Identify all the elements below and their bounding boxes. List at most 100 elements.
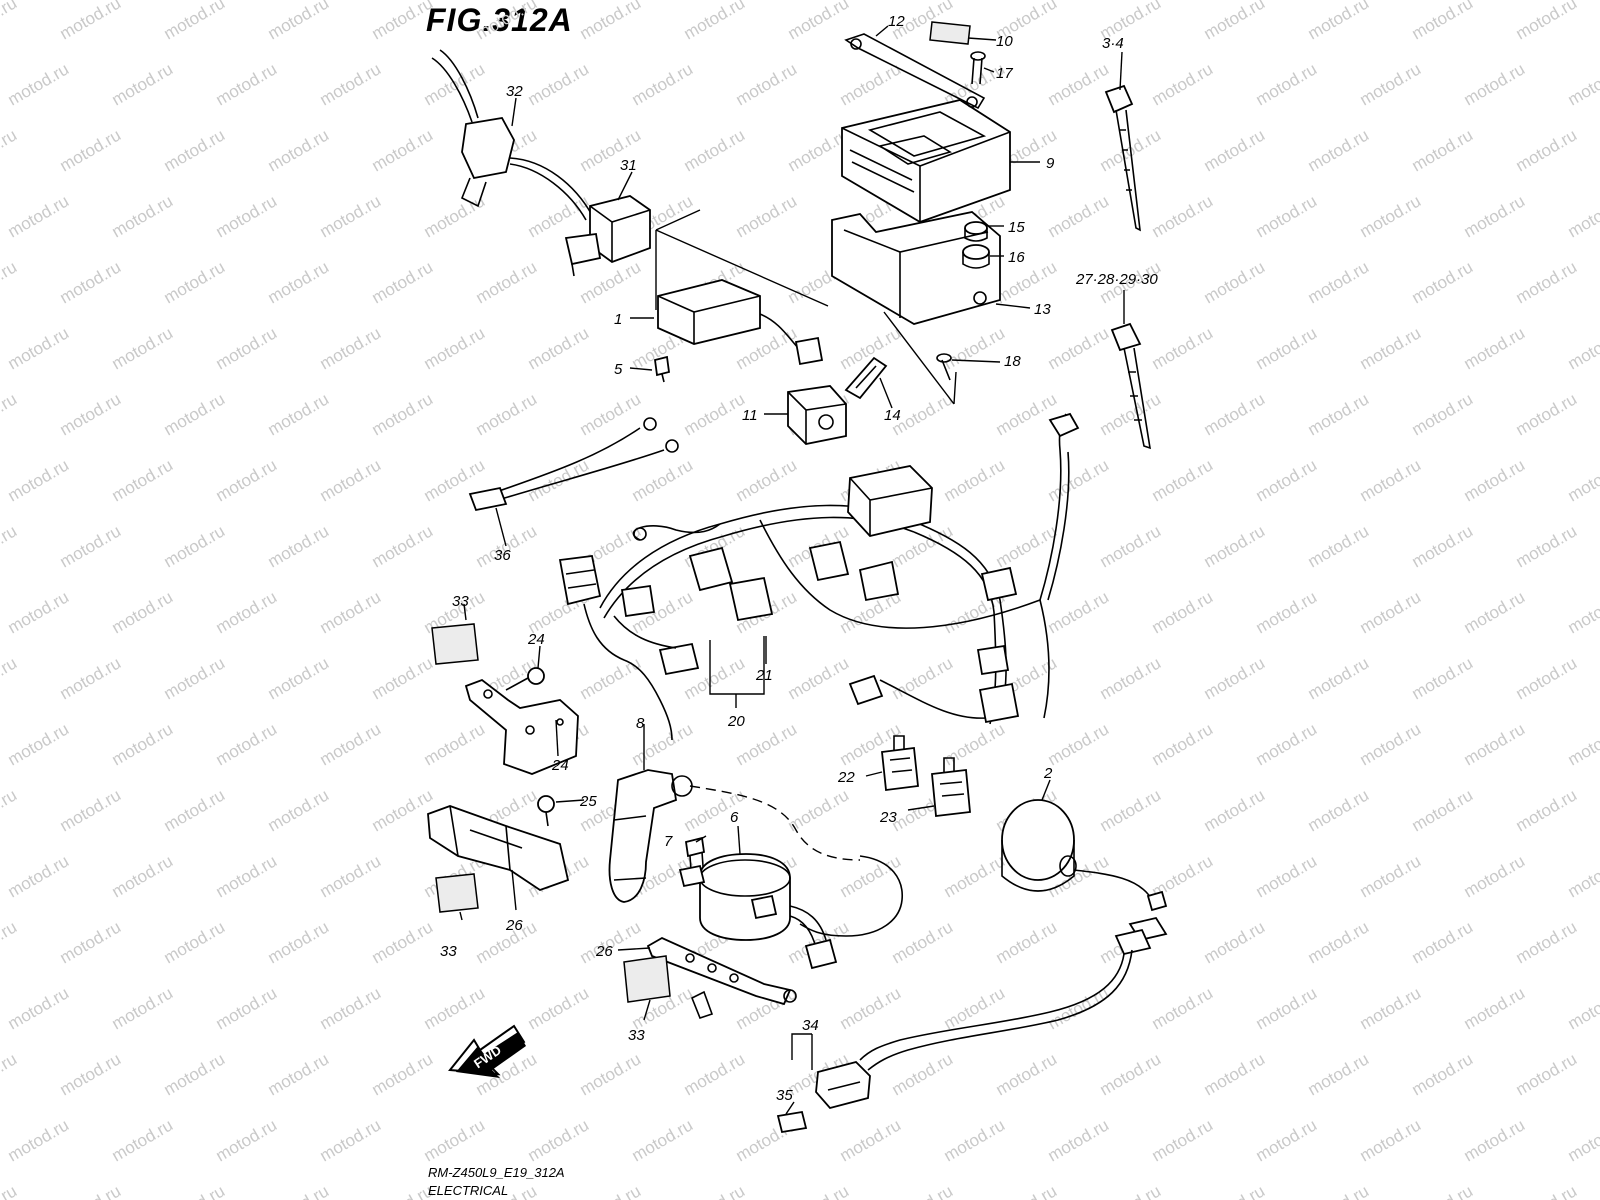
part-27-30-clamp bbox=[1110, 322, 1151, 450]
watermark-text: motod.ru bbox=[1253, 323, 1321, 373]
watermark-text: motod.ru bbox=[1513, 521, 1581, 571]
watermark-text: motod.ru bbox=[1513, 0, 1581, 43]
watermark-text: motod.ru bbox=[473, 389, 541, 439]
watermark-text: motod.ru bbox=[525, 983, 593, 1033]
watermark-text: motod.ru bbox=[1357, 587, 1425, 637]
watermark-text: motod.ru bbox=[525, 1115, 593, 1165]
watermark-text: motod.ru bbox=[1409, 653, 1477, 703]
watermark-text: motod.ru bbox=[1201, 125, 1269, 175]
watermark-text: motod.ru bbox=[369, 0, 437, 43]
watermark-text: motod.ru bbox=[1201, 1181, 1269, 1200]
watermark-text: motod.ru bbox=[213, 455, 281, 505]
watermark-text: motod.ru bbox=[1461, 587, 1529, 637]
watermark-text: motod.ru bbox=[57, 521, 125, 571]
watermark-text: motod.ru bbox=[1253, 59, 1321, 109]
watermark-text: motod.ru bbox=[629, 59, 697, 109]
watermark-text: motod.ru bbox=[1513, 125, 1581, 175]
watermark-text: motod.ru bbox=[5, 587, 73, 637]
watermark-text: motod.ru bbox=[421, 191, 489, 241]
watermark-text: motod.ru bbox=[0, 653, 20, 703]
watermark-text: motod.ru bbox=[265, 653, 333, 703]
watermark-text: motod.ru bbox=[369, 653, 437, 703]
watermark-text: motod.ru bbox=[1097, 521, 1165, 571]
watermark-text: motod.ru bbox=[1409, 785, 1477, 835]
watermark-text: motod.ru bbox=[941, 851, 1009, 901]
watermark-text: motod.ru bbox=[1513, 653, 1581, 703]
callout-33-a: 33 bbox=[452, 593, 469, 610]
watermark-text: motod.ru bbox=[1513, 917, 1581, 967]
watermark-text: motod.ru bbox=[109, 323, 177, 373]
watermark-text: motod.ru bbox=[993, 389, 1061, 439]
watermark-text: motod.ru bbox=[161, 653, 229, 703]
callout-34: 34 bbox=[802, 1017, 819, 1034]
watermark-text: motod.ru bbox=[161, 917, 229, 967]
watermark-text: motod.ru bbox=[317, 455, 385, 505]
watermark-text: motod.ru bbox=[993, 1181, 1061, 1200]
watermark-text: motod.ru bbox=[1461, 323, 1529, 373]
watermark-text: motod.ru bbox=[1565, 587, 1600, 637]
watermark-text: motod.ru bbox=[1409, 257, 1477, 307]
watermark-text: motod.ru bbox=[5, 59, 73, 109]
watermark-text: motod.ru bbox=[1305, 785, 1373, 835]
watermark-text: motod.ru bbox=[421, 719, 489, 769]
watermark-text: motod.ru bbox=[1565, 1115, 1600, 1165]
watermark-text: motod.ru bbox=[1461, 719, 1529, 769]
watermark-text: motod.ru bbox=[577, 0, 645, 43]
watermark-text: motod.ru bbox=[369, 257, 437, 307]
watermark-text: motod.ru bbox=[681, 0, 749, 43]
watermark-text: motod.ru bbox=[1513, 785, 1581, 835]
callout-13: 13 bbox=[1034, 301, 1051, 318]
watermark-text: motod.ru bbox=[1357, 983, 1425, 1033]
watermark-text: motod.ru bbox=[109, 851, 177, 901]
watermark-text: motod.ru bbox=[1045, 719, 1113, 769]
watermark-text: motod.ru bbox=[1305, 1049, 1373, 1099]
watermark-text: motod.ru bbox=[317, 1115, 385, 1165]
watermark-text: motod.ru bbox=[1045, 1115, 1113, 1165]
watermark-text: motod.ru bbox=[213, 59, 281, 109]
watermark-text: motod.ru bbox=[1357, 719, 1425, 769]
watermark-text: motod.ru bbox=[941, 323, 1009, 373]
watermark-text: motod.ru bbox=[0, 389, 20, 439]
watermark-text: motod.ru bbox=[1201, 653, 1269, 703]
watermark-text: motod.ru bbox=[109, 719, 177, 769]
part-33-cushion-a bbox=[431, 623, 479, 665]
watermark-text: motod.ru bbox=[1461, 983, 1529, 1033]
watermark-text: motod.ru bbox=[1045, 191, 1113, 241]
watermark-text: motod.ru bbox=[369, 785, 437, 835]
watermark-text: motod.ru bbox=[317, 323, 385, 373]
callout-19: 20 bbox=[727, 713, 745, 730]
watermark-text: motod.ru bbox=[1409, 1049, 1477, 1099]
part-16-cushion bbox=[962, 244, 990, 269]
part-3-4-clamp bbox=[1104, 84, 1141, 232]
watermark-text: motod.ru bbox=[57, 785, 125, 835]
watermark-text: motod.ru bbox=[1513, 389, 1581, 439]
part-11-connector bbox=[787, 385, 847, 445]
watermark-text: motod.ru bbox=[1513, 1181, 1581, 1200]
watermark-text: motod.ru bbox=[1149, 1115, 1217, 1165]
watermark-text: motod.ru bbox=[1097, 653, 1165, 703]
watermark-text: motod.ru bbox=[1149, 719, 1217, 769]
watermark-text: motod.ru bbox=[577, 653, 645, 703]
watermark-text: motod.ru bbox=[317, 59, 385, 109]
callout-22: 23 bbox=[879, 809, 897, 826]
callout-16: 16 bbox=[1008, 249, 1025, 266]
part-36-lead-wire bbox=[468, 417, 679, 512]
part-14-clamp bbox=[844, 356, 888, 400]
watermark-text: motod.ru bbox=[1149, 983, 1217, 1033]
callout-32: 32 bbox=[506, 83, 523, 100]
watermark-text: motod.ru bbox=[1461, 191, 1529, 241]
watermark-text: motod.ru bbox=[265, 389, 333, 439]
part-12-band bbox=[844, 33, 986, 110]
watermark-text: motod.ru bbox=[161, 1049, 229, 1099]
watermark-text: motod.ru bbox=[525, 455, 593, 505]
watermark-text: motod.ru bbox=[1565, 851, 1600, 901]
watermark-text: motod.ru bbox=[1201, 257, 1269, 307]
watermark-text: motod.ru bbox=[1149, 59, 1217, 109]
watermark-text: motod.ru bbox=[0, 1049, 20, 1099]
callout-24-b: 25 bbox=[579, 793, 597, 810]
watermark-text: motod.ru bbox=[1045, 59, 1113, 109]
watermark-text: motod.ru bbox=[1565, 59, 1600, 109]
callout-1: 1 bbox=[614, 311, 622, 328]
watermark-text: motod.ru bbox=[525, 59, 593, 109]
